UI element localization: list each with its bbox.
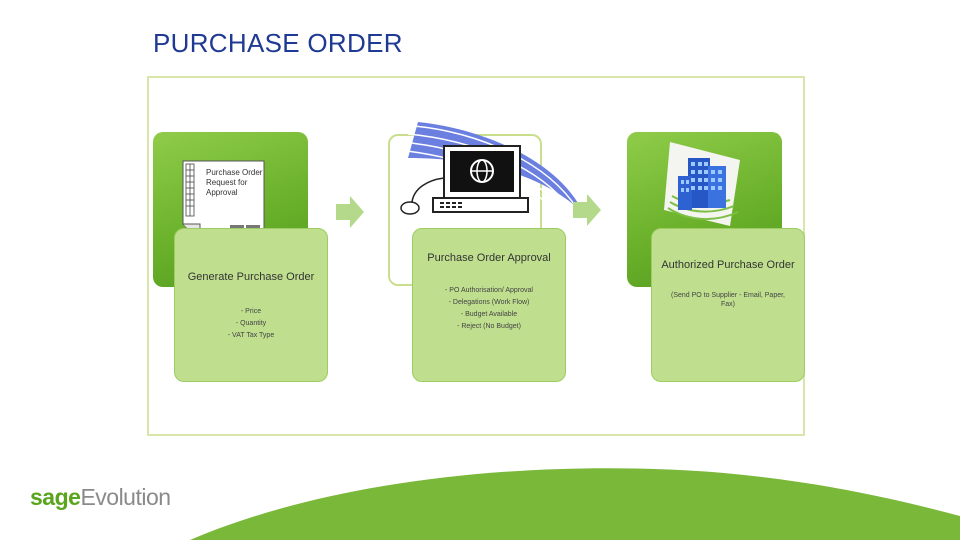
logo-evolution-text: Evolution — [80, 484, 171, 510]
list-item: - Quantity — [235, 320, 267, 327]
computer-icon — [397, 122, 584, 215]
arrow-right-icon — [336, 196, 364, 228]
step-1-title: Generate Purchase Order — [187, 271, 315, 283]
list-item: - VAT Tax Type — [227, 332, 275, 339]
list-item: - PO Authorisation/ Approval — [445, 287, 533, 294]
green-hill-decoration — [190, 468, 960, 540]
list-item: - Price — [240, 308, 262, 315]
document-label: Purchase Order Request for Approval — [206, 168, 263, 197]
list-item: - Budget Available — [460, 311, 518, 318]
document-icon — [182, 160, 265, 242]
step-1-card: Generate Purchase Order - Price - Quanti… — [174, 228, 328, 382]
list-item: - Reject (No Budget) — [457, 323, 521, 330]
step-2-title: Purchase Order Approval — [427, 252, 551, 264]
list-item: (Send PO to Supplier - Email, Paper, Fax… — [671, 292, 785, 308]
step-2-card: Purchase Order Approval - PO Authorisati… — [412, 228, 566, 382]
page-title: PURCHASE ORDER — [153, 28, 403, 58]
step-1-list: - Price - Quantity - VAT Tax Type — [175, 306, 327, 342]
step-3-list: (Send PO to Supplier - Email, Paper, Fax… — [652, 291, 804, 309]
sage-evolution-logo: sageEvolution — [30, 484, 171, 511]
arrow-right-icon — [573, 194, 601, 226]
step-3-card: Authorized Purchase Order (Send PO to Su… — [651, 228, 805, 382]
logo-sage-text: sage — [30, 484, 81, 510]
building-icon — [664, 142, 740, 226]
step-2-list: - PO Authorisation/ Approval - Delegatio… — [413, 285, 565, 333]
step-3-title: Authorized Purchase Order — [661, 259, 795, 271]
list-item: - Delegations (Work Flow) — [448, 299, 530, 306]
